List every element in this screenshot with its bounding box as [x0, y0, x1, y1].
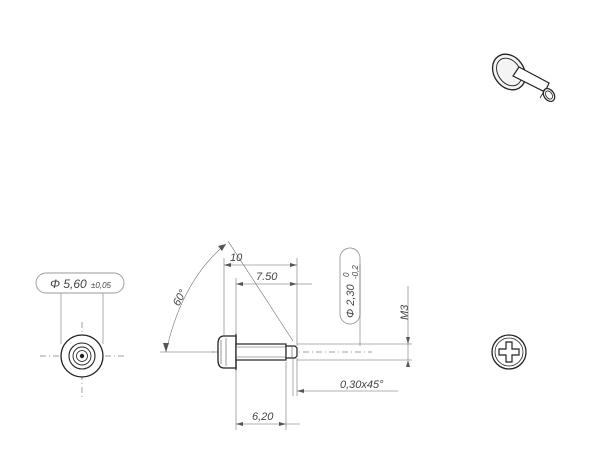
screw-side-view	[212, 334, 372, 370]
pin-diameter-callout: Φ 2,30 0 -0,2	[339, 247, 361, 346]
head-diameter-callout: Φ 5,60 ±0,05	[35, 272, 125, 294]
pin-tolerance-lower: -0,2	[351, 265, 360, 279]
angle-label: 60°	[171, 287, 190, 308]
pin-diameter-label: Φ 2,30	[345, 283, 357, 318]
shank-length-label: 7.50	[256, 271, 278, 283]
head-diameter-label: Φ 5,60	[50, 277, 87, 291]
head-diameter-tolerance: ±0,05	[91, 281, 112, 290]
screw-end-view-icon	[40, 293, 124, 398]
chamfer-label: 0,30x45°	[340, 379, 384, 391]
thread-length-dimension: 6,20	[235, 362, 300, 430]
thread-length-label: 6,20	[252, 411, 274, 423]
phillips-head-icon	[491, 334, 527, 370]
pin-tolerance-upper: 0	[342, 272, 351, 277]
thread-label: M3	[399, 304, 411, 320]
chamfer-dimension: 0,30x45°	[292, 358, 398, 396]
thread-dimension: M3	[297, 286, 412, 367]
shank-length-dimension: 7.50	[235, 271, 312, 334]
screw-isometric-icon	[491, 53, 556, 103]
overall-length-dimension: 10	[223, 252, 298, 346]
overall-length-label: 10	[230, 252, 243, 264]
